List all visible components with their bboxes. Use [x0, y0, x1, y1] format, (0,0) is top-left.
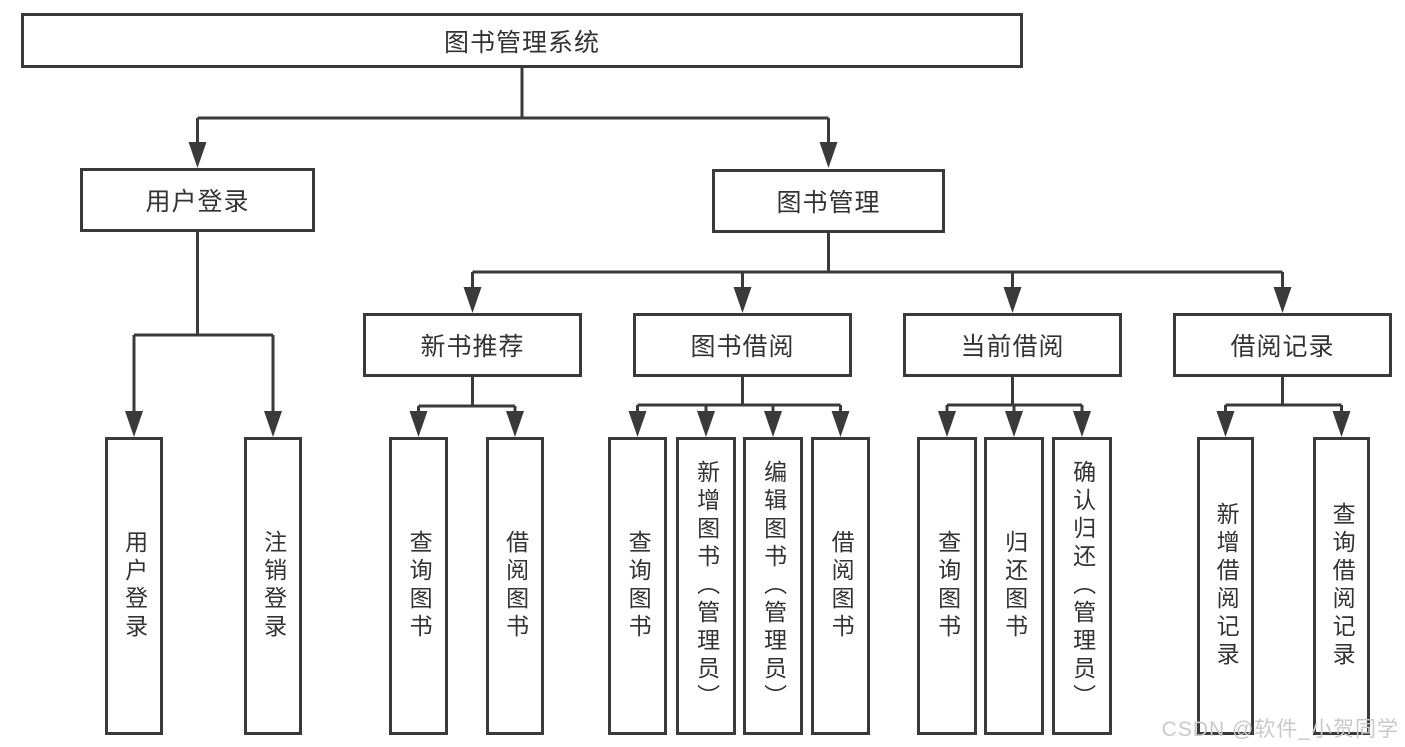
leaf-logout-login: 注销登录 — [244, 437, 302, 735]
leaf-borrowing-borrow-books: 借阅图书 — [811, 437, 870, 735]
node-new-book-recommendation: 新书推荐 — [363, 313, 582, 377]
leaf-query-borrowing-record: 查询借阅记录 — [1313, 437, 1370, 735]
node-label: 查询图书 — [406, 530, 433, 642]
node-label: 新增图书（管理员） — [693, 460, 720, 712]
node-library-management-system: 图书管理系统 — [21, 13, 1023, 68]
node-label: 借阅图书 — [502, 530, 529, 642]
node-label: 当前借阅 — [960, 333, 1065, 361]
leaf-recommend-borrow-books: 借阅图书 — [486, 437, 544, 735]
leaf-edit-books-admin: 编辑图书（管理员） — [743, 437, 803, 735]
node-label: 图书借阅 — [690, 333, 795, 361]
node-user-login: 用户登录 — [80, 168, 315, 232]
watermark: CSDN @软件_小贺同学 — [1161, 718, 1399, 741]
leaf-borrowing-query-books: 查询图书 — [608, 437, 667, 735]
node-label: 查询图书 — [625, 530, 652, 642]
node-label: 编辑图书（管理员） — [760, 460, 787, 712]
node-label: 查询图书 — [934, 530, 961, 642]
node-label: 借阅图书 — [828, 530, 855, 642]
node-label: 新增借阅记录 — [1213, 502, 1240, 670]
node-book-management: 图书管理 — [712, 169, 945, 233]
leaf-current-query-books: 查询图书 — [917, 437, 977, 735]
node-label: 图书管理 — [776, 189, 881, 217]
node-label: 借阅记录 — [1230, 333, 1335, 361]
leaf-user-login: 用户登录 — [105, 437, 163, 735]
node-label: 用户登录 — [121, 530, 148, 642]
node-label: 归还图书 — [1001, 530, 1028, 642]
leaf-return-books: 归还图书 — [984, 437, 1044, 735]
leaf-recommend-query-books: 查询图书 — [389, 437, 448, 735]
node-label: 图书管理系统 — [443, 28, 600, 57]
leaf-confirm-return-admin: 确认归还（管理员） — [1052, 437, 1112, 735]
node-label: 新书推荐 — [420, 333, 525, 361]
node-label: 注销登录 — [260, 530, 287, 642]
node-borrowing-records: 借阅记录 — [1173, 313, 1392, 377]
node-current-borrowing: 当前借阅 — [903, 313, 1122, 377]
node-label: 确认归还（管理员） — [1069, 460, 1096, 712]
node-book-borrowing: 图书借阅 — [633, 313, 852, 377]
node-label: 用户登录 — [145, 188, 250, 216]
leaf-add-books-admin: 新增图书（管理员） — [676, 437, 736, 735]
leaf-add-borrowing-record: 新增借阅记录 — [1197, 437, 1254, 735]
node-label: 查询借阅记录 — [1329, 502, 1356, 670]
